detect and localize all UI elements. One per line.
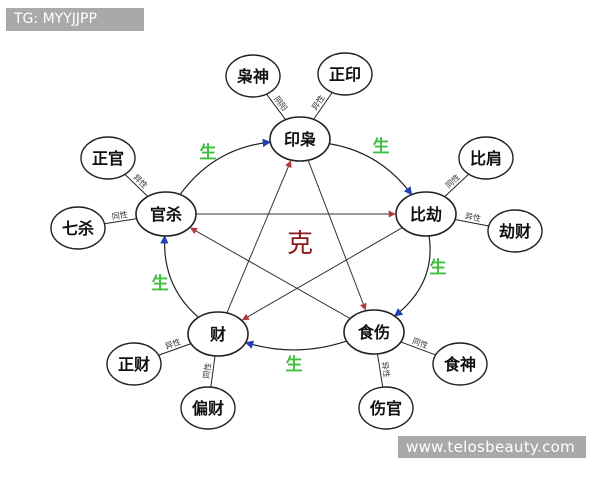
sub-node-label-qisha: 七杀 bbox=[62, 219, 94, 238]
sub-node-label-zhengyin: 正印 bbox=[329, 65, 361, 84]
generate-arrow-bijie-shishang bbox=[393, 235, 431, 317]
sub-node-shangguan: 伤官 bbox=[358, 386, 414, 430]
main-node-bijie: 比劫 bbox=[395, 191, 457, 237]
sub-link-label-zhengguan: 异性 bbox=[131, 172, 149, 190]
sub-link-xiaoshen bbox=[266, 93, 287, 120]
sub-node-jiecai: 劫财 bbox=[487, 209, 543, 253]
main-node-label-shishang: 食伤 bbox=[357, 323, 390, 342]
generate-label-guansha-yinxiao: 生 bbox=[200, 142, 217, 163]
sub-node-label-xiaoshen: 枭神 bbox=[236, 67, 269, 86]
sub-link-label-xiaoshen: 阴阳 bbox=[272, 95, 289, 113]
sub-node-piancai: 偏财 bbox=[180, 386, 236, 430]
sub-node-label-zhengcai: 正财 bbox=[118, 355, 150, 374]
sub-node-zhengguan: 正官 bbox=[80, 136, 136, 180]
sub-links bbox=[104, 92, 489, 388]
generate-arrow-shishang-cai bbox=[244, 340, 347, 351]
sub-link-label-jiecai: 异性 bbox=[464, 210, 482, 223]
control-arrow-cai-yinxiao bbox=[226, 160, 292, 314]
sub-node-bijian: 比肩 bbox=[458, 136, 514, 180]
control-center-label: 克 bbox=[287, 229, 313, 259]
sub-link-zhengyin bbox=[313, 92, 333, 120]
generate-label-yinxiao-bijie: 生 bbox=[373, 136, 390, 157]
sub-node-label-zhengguan: 正官 bbox=[92, 149, 124, 168]
generate-arrow-guansha-yinxiao bbox=[179, 138, 272, 195]
sub-link-label-bijian: 同性 bbox=[443, 172, 462, 190]
sub-link-label-shangguan: 异性 bbox=[380, 361, 392, 378]
watermark-bottom-right: www.telosbeauty.com bbox=[398, 436, 586, 458]
sub-node-shishen: 食神 bbox=[432, 342, 488, 386]
sub-link-shangguan bbox=[376, 353, 384, 388]
generate-arrow-cai-guansha bbox=[160, 235, 199, 318]
main-node-label-guansha: 官杀 bbox=[150, 205, 182, 224]
sub-node-qisha: 七杀 bbox=[50, 206, 106, 250]
main-node-guansha: 官杀 bbox=[135, 191, 197, 237]
generate-cycle bbox=[160, 138, 431, 351]
sub-link-label-zhengcai: 异性 bbox=[164, 336, 182, 351]
control-arrow-bijie-cai bbox=[241, 227, 403, 321]
generate-label-shishang-cai: 生 bbox=[286, 354, 303, 375]
sub-link-zhengguan bbox=[124, 173, 149, 197]
sub-link-qisha bbox=[104, 218, 137, 225]
sub-link-zhengcai bbox=[158, 343, 192, 356]
sub-node-label-bijian: 比肩 bbox=[470, 149, 502, 168]
sub-link-piancai bbox=[210, 355, 216, 388]
sub-link-jiecai bbox=[454, 219, 489, 227]
main-node-label-yinxiao: 印枭 bbox=[284, 130, 316, 149]
sub-link-label-zhengyin: 异性 bbox=[309, 93, 326, 112]
sub-link-label-shishen: 同性 bbox=[411, 335, 429, 350]
sub-node-xiaoshen: 枭神 bbox=[225, 54, 281, 98]
main-node-label-bijie: 比劫 bbox=[410, 205, 442, 224]
sub-node-label-shishen: 食神 bbox=[443, 355, 476, 374]
generate-label-bijie-shishang: 生 bbox=[430, 257, 447, 278]
generate-arrow-yinxiao-bijie bbox=[329, 143, 413, 196]
sub-link-label-piancai: 同性 bbox=[201, 362, 213, 379]
control-cycle bbox=[190, 159, 403, 321]
sub-node-label-shangguan: 伤官 bbox=[369, 399, 402, 418]
control-arrow-shishang-guansha bbox=[190, 227, 351, 319]
sub-link-label-qisha: 同性 bbox=[111, 209, 128, 221]
main-node-shishang: 食伤 bbox=[343, 309, 405, 355]
sub-link-bijian bbox=[444, 173, 470, 198]
sub-link-shishen bbox=[400, 341, 436, 356]
sub-node-label-jiecai: 劫财 bbox=[499, 222, 531, 241]
main-node-yinxiao: 印枭 bbox=[269, 116, 331, 162]
sub-node-zhengcai: 正财 bbox=[106, 342, 162, 386]
sub-node-zhengyin: 正印 bbox=[317, 52, 373, 96]
watermark-top-left: TG: MYYJJPP bbox=[6, 8, 144, 31]
main-node-label-cai: 财 bbox=[209, 325, 226, 344]
generate-label-cai-guansha: 生 bbox=[152, 273, 169, 294]
sub-node-label-piancai: 偏财 bbox=[192, 399, 224, 418]
control-arrow-yinxiao-shishang bbox=[307, 159, 367, 311]
main-node-cai: 财 bbox=[187, 311, 249, 357]
